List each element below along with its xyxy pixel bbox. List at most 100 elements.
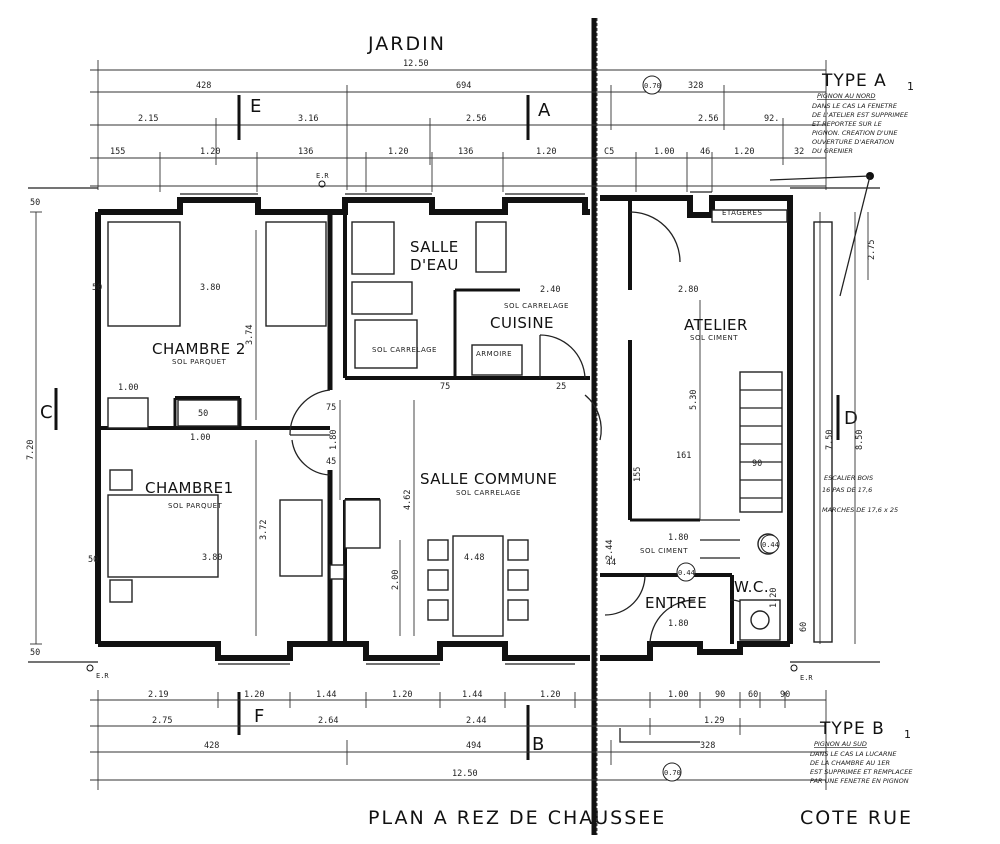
bed-chambre2-right	[265, 221, 327, 327]
dim-bot-219: 2.19	[148, 690, 168, 700]
shower-tray	[351, 221, 395, 275]
dim-top-c5: C5	[604, 147, 614, 157]
dim-v-60: 60	[799, 622, 809, 632]
chair	[427, 599, 449, 621]
level-markers	[642, 75, 780, 782]
dim-top-256b: 2.56	[698, 114, 718, 124]
dim-top-215: 2.15	[138, 114, 158, 124]
wc-bowl	[750, 610, 770, 630]
dim-v-75a: 75	[326, 403, 336, 413]
dim-bot-264: 2.64	[318, 716, 338, 726]
level-wc: 0.44	[762, 541, 779, 549]
chambre1-floor: SOL PARQUET	[168, 502, 223, 510]
closet-2	[177, 399, 239, 427]
party-wall	[591, 18, 598, 835]
axis-a: A	[538, 100, 551, 121]
dim-top-694: 694	[456, 81, 471, 91]
dim-top-136a: 136	[298, 147, 313, 157]
type-b-subscript: 1	[904, 728, 912, 741]
dim-v-100b: 1.00	[190, 433, 210, 443]
axis-markers	[54, 95, 840, 760]
dim-v-50c: 50	[30, 198, 40, 208]
dining-table	[452, 535, 504, 637]
dim-v-100a: 1.00	[118, 383, 138, 393]
bathtub	[354, 319, 418, 369]
dim-bot-275: 2.75	[152, 716, 172, 726]
dim-top-316: 3.16	[298, 114, 318, 124]
stair-note-1: ESCALIER BOIS	[824, 474, 873, 482]
window-sills	[28, 187, 880, 665]
type-a-note-4: PIGNON. CREATION D'UNE	[812, 129, 898, 137]
dim-bot-129: 1.29	[704, 716, 724, 726]
dim-top-total: 12.50	[403, 59, 429, 69]
dim-bot-144b: 1.44	[462, 690, 482, 700]
dim-bot-144a: 1.44	[316, 690, 336, 700]
dim-top-100: 1.00	[654, 147, 674, 157]
chambre2-name: CHAMBRE 2	[152, 340, 246, 358]
type-a-pignon: PIGNON AU NORD	[817, 92, 876, 100]
atelier-width: 2.80	[678, 285, 698, 295]
bedside-table-2	[109, 579, 133, 603]
stair-note-3: MARCHES DE 17,6 x 25	[822, 506, 898, 514]
type-b-pignon: PIGNON AU SUD	[814, 740, 867, 748]
dim-top-120a: 1.20	[200, 147, 220, 157]
bedside-table	[109, 469, 133, 491]
bed-chambre2-left	[107, 221, 181, 327]
level-bottom: 0.70	[664, 769, 681, 777]
type-a-leader	[769, 172, 874, 297]
dim-v-161: 161	[676, 451, 691, 461]
dim-top-136b: 136	[458, 147, 473, 157]
type-a-note-6: DU GRENIER	[812, 147, 853, 155]
dim-bot-120b: 1.20	[392, 690, 412, 700]
salle-deau-line2: D'EAU	[410, 256, 459, 274]
axis-d: D	[844, 408, 858, 429]
dim-top-92: 92.	[764, 114, 779, 124]
dim-bot-428: 428	[204, 741, 219, 751]
level-top: 0.70	[644, 82, 661, 90]
dim-bot-328: 328	[700, 741, 715, 751]
chair	[507, 569, 529, 591]
chimney	[344, 499, 381, 549]
type-a-note-2: DE L'ATELIER EST SUPPRIMEE	[812, 111, 909, 119]
dim-v-200: 2.00	[391, 570, 401, 590]
dim-top-328: 328	[688, 81, 703, 91]
axis-f: F	[254, 706, 264, 727]
dim-bot-100: 1.00	[668, 690, 688, 700]
dim-bot-60: 60	[748, 690, 758, 700]
type-b-note-3: EST SUPPRIMEE ET REMPLACEE	[810, 768, 913, 776]
right-edge	[813, 221, 833, 643]
cuisine-name: CUISINE	[490, 314, 554, 332]
wc-name: W.C.	[734, 578, 769, 596]
chambre1-name: CHAMBRE1	[145, 479, 234, 497]
dim-top-120c: 1.20	[536, 147, 556, 157]
closet-1	[107, 397, 149, 429]
dim-right-750: 7.50	[825, 430, 835, 450]
bed-chambre1	[107, 494, 219, 578]
entree-floor: SOL CIMENT	[640, 547, 688, 555]
vertical-dimensions	[30, 211, 869, 645]
er-top: E.R	[316, 172, 329, 180]
dim-v-50b: 50	[88, 555, 98, 565]
type-b-note-4: PAR UNE FENETRE EN PIGNON	[810, 777, 909, 785]
dim-v-374: 3.74	[245, 325, 255, 345]
dim-v-530: 5.30	[689, 390, 699, 410]
type-a-note-5: OUVERTURE D'AERATION	[812, 138, 894, 146]
washbasin	[475, 221, 507, 273]
dim-v-75b: 75	[440, 382, 450, 392]
cuisine-width: 2.40	[540, 285, 560, 295]
chair	[427, 569, 449, 591]
atelier-floor: SOL CIMENT	[690, 334, 738, 342]
etageres-label: ETAGERES	[722, 209, 762, 217]
dim-right-275: 2.75	[867, 240, 877, 260]
type-a-title: TYPE A	[821, 71, 887, 91]
wardrobe-chambre1	[279, 499, 323, 577]
dim-v-45: 45	[326, 457, 336, 467]
table-length: 4.48	[464, 553, 484, 563]
dim-bot-494: 494	[466, 741, 481, 751]
type-b-title: TYPE B	[819, 719, 885, 739]
dim-v-44: 44	[606, 558, 616, 568]
dim-v-180b: 1.80	[668, 533, 688, 543]
dim-v-120: 1.20	[769, 588, 779, 608]
dim-v-50a: 50	[92, 283, 102, 293]
dim-bot-total: 12.50	[452, 769, 478, 779]
